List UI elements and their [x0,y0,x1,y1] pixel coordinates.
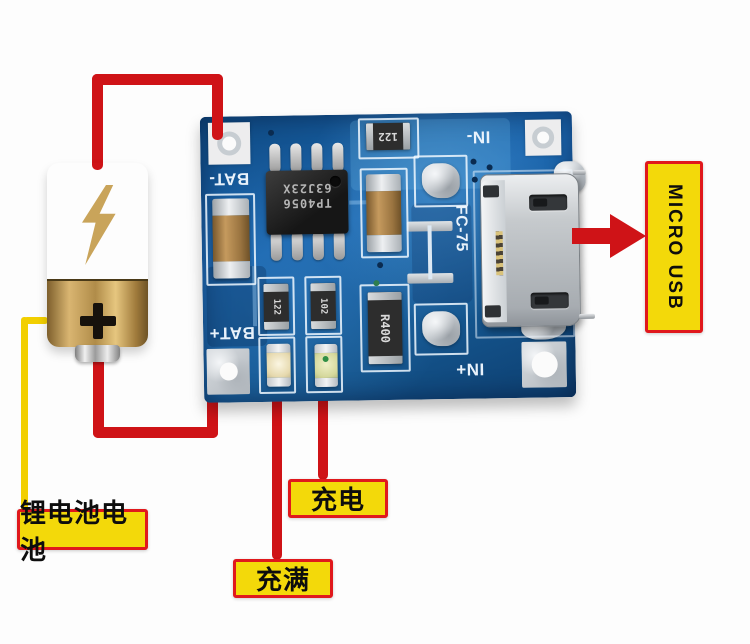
battery-negative-wire-to-board [212,74,223,140]
battery-positive-wire-horizontal [93,427,218,438]
footprint-outline [359,283,411,373]
chip-marking-line2: 63J23X [282,180,332,196]
micro-usb-callout-text: MICRO USB [664,183,685,311]
battery-negative-wire-vertical [92,74,103,170]
footprint-outline [204,193,257,286]
usb-leg [572,169,586,176]
usb-anchor-slot-top [529,194,568,211]
footprint-outline [305,335,344,394]
usb-contact-pins [495,231,504,276]
silkscreen-in-minus: IN- [465,127,491,147]
chip-pin [312,231,325,261]
battery-label-pointer-horizontal [24,317,48,324]
chip-pin [291,231,304,261]
chip-pin [269,143,281,173]
solder-pad-bottom-left [206,348,251,395]
tp4056-chip: TP4056 63J23X [265,169,349,235]
via [373,280,380,287]
silkscreen-bat-plus: BAT+ [209,323,255,343]
arrow-right-head-icon [610,214,646,258]
charging-callout-label: 充电 [288,479,388,518]
chip-pin [270,231,283,261]
battery-positive-wire-to-board [207,388,218,438]
lithium-battery [47,163,148,363]
usb-leg [578,313,595,320]
charging-callout-text: 充电 [310,485,365,515]
footprint-outline [359,167,410,259]
usb-notch [482,185,500,198]
usb-shell-back [480,180,508,323]
micro-usb-port [479,169,595,328]
silk-line [427,225,433,280]
full-led-pointer-line [272,394,282,560]
chip-pin [333,230,346,260]
via [377,262,384,269]
battery-label-pointer-vertical [21,317,28,511]
lightning-icon [82,185,116,265]
chip-marking: TP4056 63J23X [266,180,348,211]
battery-terminal [75,345,120,362]
via [471,176,478,183]
via [267,129,275,136]
battery-body [47,163,148,347]
battery-callout-label: 锂电池电池 [17,498,148,565]
hole [219,362,238,381]
battery-callout-text: 锂电池电池 [20,497,129,565]
footprint-outline [357,117,420,160]
micro-usb-callout-label: MICRO USB [645,161,703,333]
hole [531,351,558,378]
silkscreen-model: FC-75 [452,204,470,252]
arrow-right-icon [572,228,612,244]
footprint-outline [413,302,469,356]
silkscreen-in-plus: IN+ [455,359,485,379]
mounting-hole-top-right [524,119,562,156]
footprint-outline [257,276,296,337]
full-callout-label: 充满 [233,559,333,598]
usb-notch [484,305,501,318]
via [486,164,493,171]
full-callout-text: 充满 [255,565,310,595]
footprint-outline [413,154,469,208]
chip-marking-line1: TP4056 [282,195,332,211]
charging-led-pointer-line [318,392,328,480]
chip-pin [311,143,323,173]
chip-pin [332,142,344,172]
battery-negative-wire-horizontal [92,74,223,85]
footprint-outline [258,336,297,395]
solder-pad-bottom-right [521,341,568,388]
usb-anchor-slot-bottom [530,292,569,309]
plus-icon [80,303,116,339]
silkscreen-bat-minus: BAT- [208,169,250,189]
tp4056-charger-board: BAT- BAT+ IN- IN+ FC-75 TP4056 63J23X [199,111,595,403]
chip-pin [290,143,302,173]
footprint-outline [304,275,343,336]
battery-positive-wire-vertical [93,356,104,438]
via [470,158,477,165]
hole [531,126,555,149]
